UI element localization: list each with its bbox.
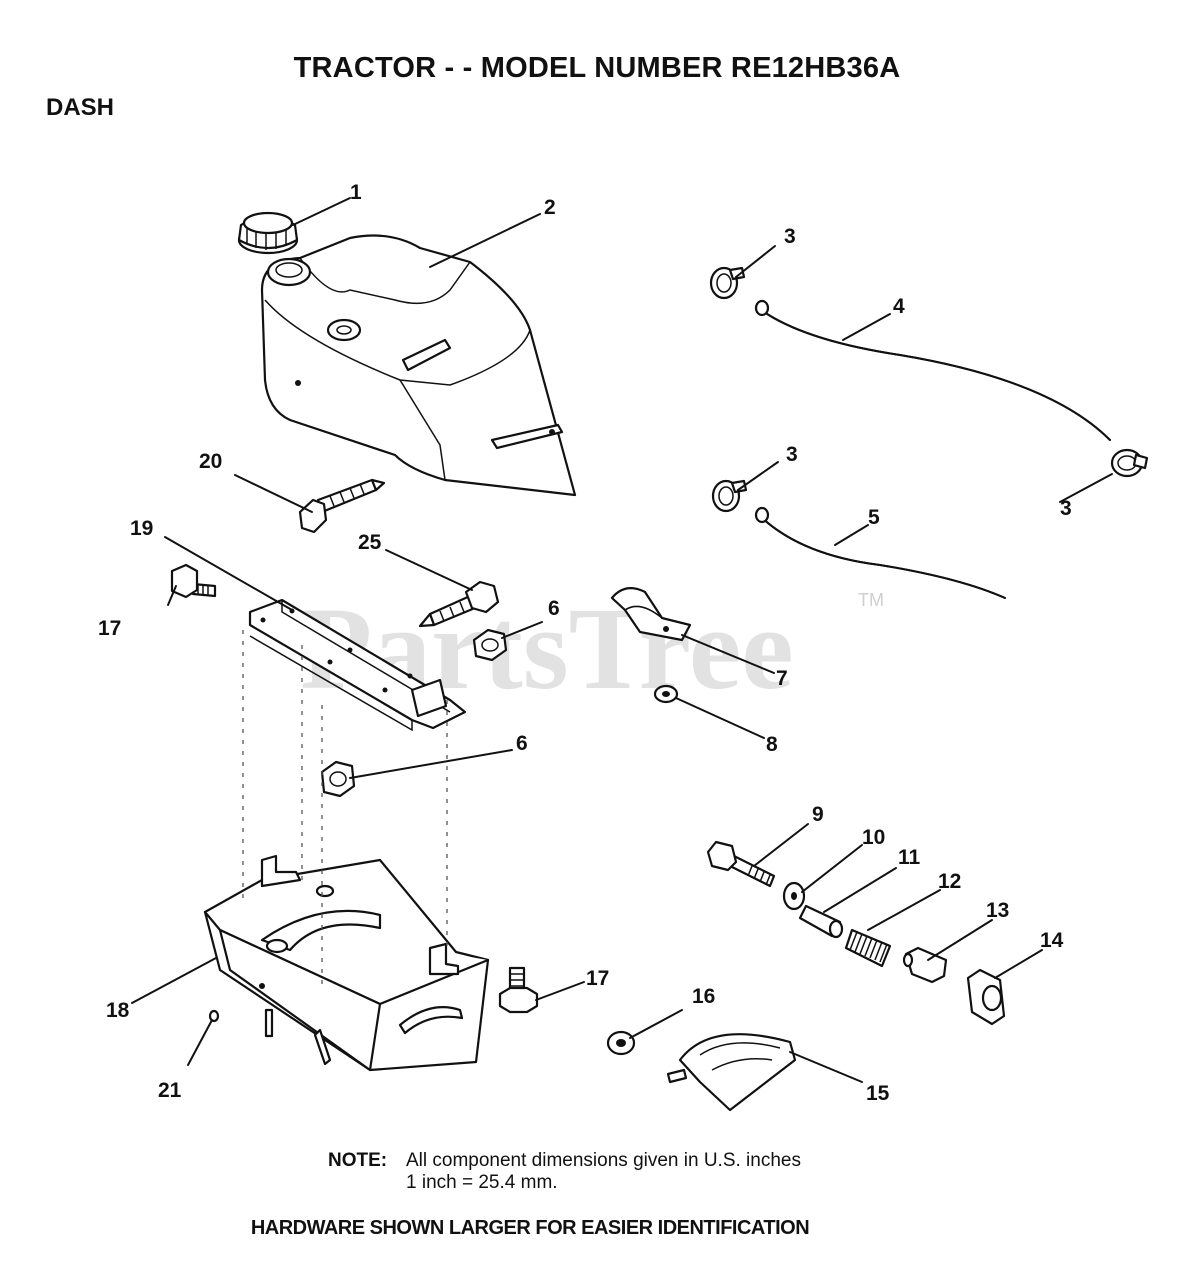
part-17-bolt-upper[interactable] xyxy=(170,563,217,599)
callout-20: 20 xyxy=(199,450,222,473)
part-9-bolt[interactable] xyxy=(706,840,776,888)
callout-10: 10 xyxy=(862,826,885,849)
leader-lines xyxy=(131,197,1113,1083)
part-18-dash-panel[interactable] xyxy=(203,854,490,1072)
part-3-hose-clamp-right[interactable] xyxy=(1110,448,1149,478)
part-6-nut-upper[interactable] xyxy=(472,628,508,662)
part-11-spacer[interactable] xyxy=(798,904,844,939)
callout-3-middle: 3 xyxy=(786,443,798,466)
part-10-washer[interactable] xyxy=(782,881,806,911)
callout-16: 16 xyxy=(692,985,715,1008)
part-6-nut-lower[interactable] xyxy=(320,760,356,798)
footer-caption: HARDWARE SHOWN LARGER FOR EASIER IDENTIF… xyxy=(250,1217,810,1239)
callout-7: 7 xyxy=(776,667,788,690)
part-5-fuel-line[interactable] xyxy=(754,506,1006,599)
part-8-washer[interactable] xyxy=(653,684,679,704)
page-title: TRACTOR - - MODEL NUMBER RE12HB36A xyxy=(293,52,901,84)
part-1-fuel-cap[interactable] xyxy=(237,211,299,255)
part-15-control-plate[interactable] xyxy=(666,1033,797,1112)
callout-21: 21 xyxy=(158,1079,182,1102)
callout-1: 1 xyxy=(350,181,362,204)
part-19-bracket[interactable] xyxy=(248,598,467,732)
note-label: NOTE: xyxy=(328,1150,388,1171)
part-12-spring[interactable] xyxy=(844,928,892,968)
callout-25: 25 xyxy=(358,531,382,554)
callout-3-right: 3 xyxy=(1060,497,1072,520)
note-line-2: 1 inch = 25.4 mm. xyxy=(406,1172,558,1193)
callout-6-lower: 6 xyxy=(516,732,528,755)
part-17-bolt-lower[interactable] xyxy=(498,966,539,1014)
callout-13: 13 xyxy=(986,899,1009,922)
part-4-fuel-line[interactable] xyxy=(754,299,1111,441)
part-3-hose-clamp-middle[interactable] xyxy=(711,479,748,513)
callout-17-lower: 17 xyxy=(586,967,609,990)
callout-5: 5 xyxy=(868,506,880,529)
callout-19: 19 xyxy=(130,517,153,540)
callout-6-upper: 6 xyxy=(548,597,560,620)
callout-numbers: 1 2 3 4 3 3 5 20 19 25 17 6 7 8 6 9 10 1… xyxy=(98,181,1072,1105)
callout-17-upper: 17 xyxy=(98,617,121,640)
section-label: DASH xyxy=(46,94,115,121)
callout-3-upper: 3 xyxy=(784,225,796,248)
watermark-trademark: TM xyxy=(858,590,884,610)
part-25-screw[interactable] xyxy=(418,580,500,628)
callout-2: 2 xyxy=(544,196,556,219)
callout-4: 4 xyxy=(893,295,905,318)
callout-18: 18 xyxy=(106,999,130,1022)
part-20-screw[interactable] xyxy=(298,478,386,534)
part-21-plug[interactable] xyxy=(208,1009,220,1023)
note: NOTE: All component dimensions given in U… xyxy=(328,1150,801,1194)
callout-15: 15 xyxy=(866,1082,890,1105)
callout-12: 12 xyxy=(938,870,961,893)
callout-9: 9 xyxy=(812,803,824,826)
part-13-block[interactable] xyxy=(902,946,948,984)
callout-8: 8 xyxy=(766,733,778,756)
part-3-hose-clamp-upper[interactable] xyxy=(709,266,746,300)
callout-14: 14 xyxy=(1040,929,1064,952)
note-body: All component dimensions given in U.S. i… xyxy=(406,1150,801,1194)
callout-11: 11 xyxy=(898,846,921,869)
alignment-lines xyxy=(242,630,448,985)
note-line-1: All component dimensions given in U.S. i… xyxy=(406,1150,801,1171)
part-7-clip[interactable] xyxy=(610,587,692,642)
part-16-nut[interactable] xyxy=(606,1030,636,1056)
part-2-fuel-tank[interactable] xyxy=(260,234,577,497)
part-14-bracket[interactable] xyxy=(966,968,1006,1026)
